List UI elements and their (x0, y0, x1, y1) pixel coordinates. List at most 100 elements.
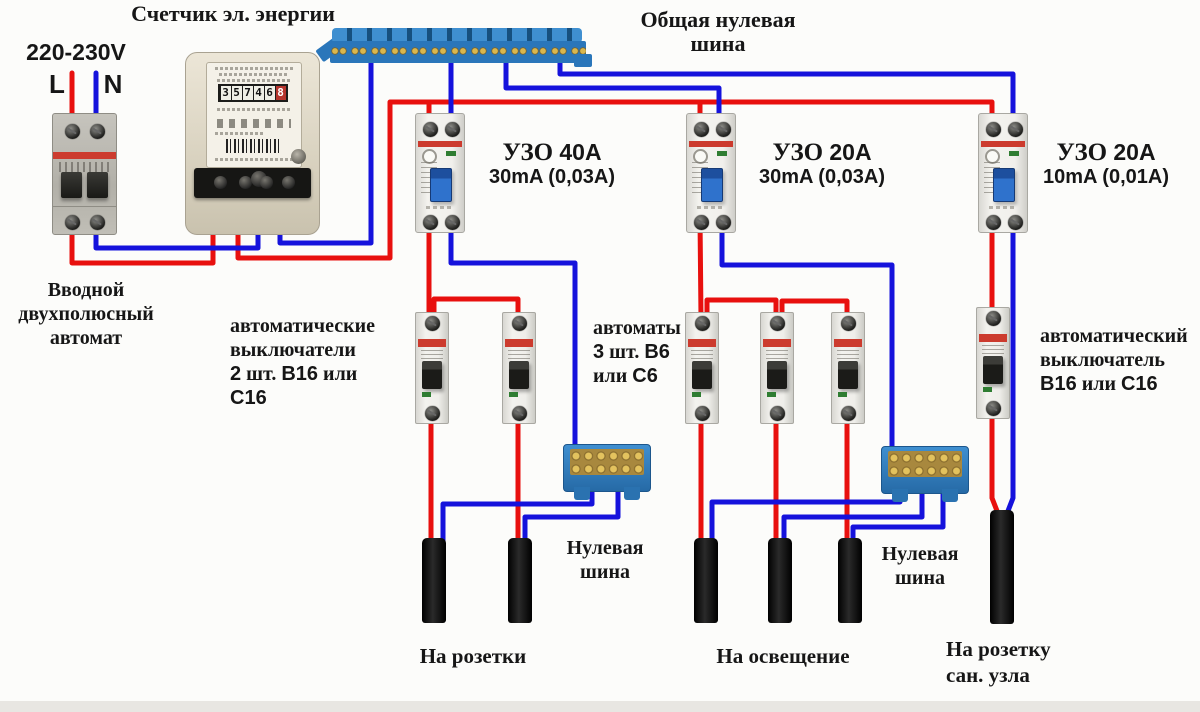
terminal-screw (423, 122, 438, 137)
meter-icons (217, 119, 291, 128)
neutral-n-label: N (103, 69, 123, 99)
brand-stripe (505, 339, 533, 347)
load-cable-light-3 (838, 538, 862, 623)
bus-terminals (888, 451, 962, 477)
load-lighting-label: На освещение (716, 644, 850, 668)
uzo2-label: УЗО 20A 30mA (0,03A) (759, 139, 885, 188)
spec-microtext (508, 350, 530, 360)
status-indicator (983, 387, 992, 392)
neutral-bus-left-label: Нулевая шина (566, 537, 644, 583)
spec-microtext (766, 350, 788, 360)
load-sockets-label: На розетки (419, 644, 527, 668)
load-cable-light-2 (768, 538, 792, 623)
brand-stripe (53, 152, 116, 159)
terminal-screw (986, 401, 1001, 416)
spec-microtext (982, 345, 1004, 355)
meter-terminal-block (194, 168, 311, 198)
meter-microtext (217, 79, 291, 82)
brand-stripe (688, 339, 716, 347)
input-breaker-label: Вводной двухполюсный автомат (18, 279, 154, 349)
terminal-screw (90, 215, 105, 230)
rcd-20a-10ma-device (978, 113, 1028, 233)
breaker-toggle (692, 361, 712, 389)
terminal-screw (239, 176, 252, 189)
terminal-screw (716, 122, 731, 137)
jumper-1-2-wire (704, 297, 779, 321)
terminal-screw (986, 122, 1001, 137)
terminal-screw (65, 215, 80, 230)
nbus1-to-cable2-wire (522, 483, 621, 547)
busbar-end-tab (574, 54, 592, 67)
spec-microtext (989, 206, 1017, 209)
nbus1-to-cable1-wire (440, 483, 595, 547)
spec-microtext (837, 350, 859, 360)
breaker-toggle (61, 172, 82, 198)
light-breakers-label: автоматы 3 шт. B6 или C6 (593, 317, 681, 387)
light-breaker-2 (760, 312, 794, 424)
load-cable-socket-1 (422, 538, 446, 623)
breaker-toggle (509, 361, 529, 389)
spec-microtext (426, 206, 454, 209)
terminal-screw (841, 316, 856, 331)
light-breaker-3 (831, 312, 865, 424)
terminal-screw (282, 176, 295, 189)
terminal-screw (695, 316, 710, 331)
status-indicator (509, 392, 518, 397)
breaker-toggle (767, 361, 787, 389)
status-indicator (1009, 151, 1019, 156)
terminal-screw (694, 215, 709, 230)
breaker-toggle (838, 361, 858, 389)
status-indicator (838, 392, 847, 397)
terminal-screw (425, 406, 440, 421)
terminal-screw (1008, 215, 1023, 230)
uzo1-to-nbus1-wire (448, 215, 578, 455)
spec-microtext (697, 206, 725, 209)
light-breaker-1 (685, 312, 719, 424)
seal-screw (291, 149, 306, 164)
load-san-label: На розетку сан. узла (946, 637, 1051, 687)
nbus2-to-cable5-wire (850, 485, 946, 547)
terminal-screw (214, 176, 227, 189)
spec-microtext (59, 162, 109, 172)
line-l-label: L (49, 69, 65, 99)
load-cable-san (990, 510, 1014, 624)
rcd-20a-30ma-device (686, 113, 736, 233)
terminal-screw (445, 215, 460, 230)
brand-stripe (689, 141, 733, 147)
terminal-screw (986, 311, 1001, 326)
terminal-screw (770, 406, 785, 421)
neutral-bus-lighting (881, 446, 969, 502)
bus-foot (892, 489, 908, 502)
uzo3-label: УЗО 20A 10mA (0,01A) (1043, 139, 1169, 188)
status-indicator (692, 392, 701, 397)
brand-stripe (981, 141, 1025, 147)
bus-terminals (570, 449, 644, 475)
bus-foot (624, 487, 640, 500)
uzo1-label: УЗО 40A 30mA (0,03A) (489, 139, 615, 188)
meter-digit: 7 (242, 86, 253, 100)
busbar-terminals (330, 41, 586, 63)
san-breaker-to-cable6-wire (989, 410, 1002, 519)
terminal-screw (445, 122, 460, 137)
status-indicator (767, 392, 776, 397)
load-cable-light-1 (694, 538, 718, 623)
meter-digit: 6 (264, 86, 275, 100)
nbus2-to-cable4-wire (781, 485, 925, 547)
meter-barcode (226, 139, 282, 153)
common-neutral-busbar (315, 24, 592, 68)
terminal-screw (90, 124, 105, 139)
brand-stripe (763, 339, 791, 347)
socket-breaker-1 (415, 312, 449, 424)
terminal-screw (695, 406, 710, 421)
meter-digit: 3 (220, 86, 231, 100)
brand-stripe (834, 339, 862, 347)
brand-stripe (418, 141, 462, 147)
body-seam (53, 206, 116, 207)
spec-microtext (421, 350, 443, 360)
rcd-40a-device (415, 113, 465, 233)
spec-microtext (691, 350, 713, 360)
